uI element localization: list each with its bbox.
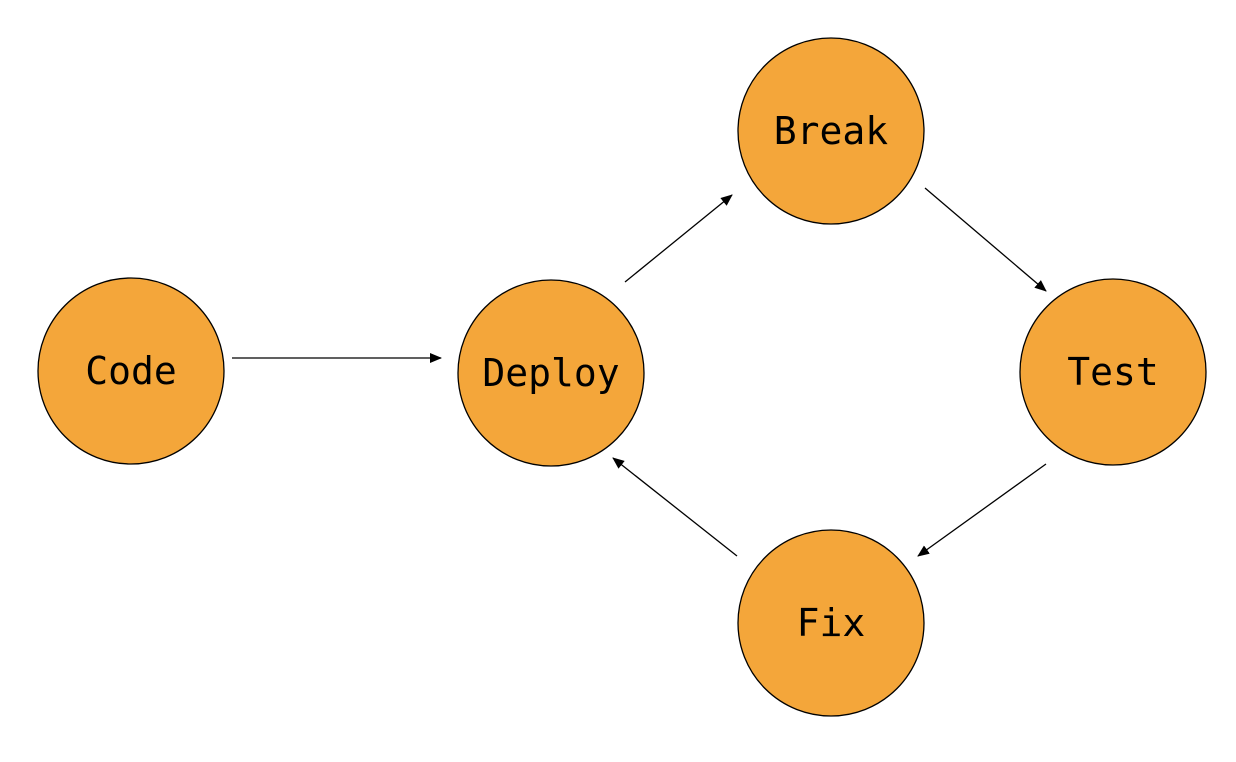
node-code: Code bbox=[37, 277, 225, 465]
node-code-label: Code bbox=[85, 349, 177, 393]
edges-group bbox=[232, 187, 1047, 557]
nodes-group: Code Deploy Break Test Fix bbox=[37, 37, 1207, 717]
node-break-label: Break bbox=[774, 109, 889, 153]
node-code-circle bbox=[37, 277, 225, 465]
edge-deploy-to-break bbox=[624, 194, 733, 283]
node-test-label: Test bbox=[1067, 350, 1159, 394]
node-deploy-circle bbox=[457, 279, 645, 467]
node-fix-circle bbox=[737, 529, 925, 717]
node-fix-label: Fix bbox=[797, 601, 866, 645]
node-deploy: Deploy bbox=[457, 279, 645, 467]
node-break: Break bbox=[737, 37, 925, 225]
node-break-circle bbox=[737, 37, 925, 225]
edge-test-to-fix bbox=[917, 463, 1047, 557]
edge-fix-to-deploy bbox=[612, 457, 738, 557]
node-test-circle bbox=[1019, 278, 1207, 466]
node-test: Test bbox=[1019, 278, 1207, 466]
edge-break-to-test bbox=[924, 187, 1047, 292]
node-fix: Fix bbox=[737, 529, 925, 717]
node-deploy-label: Deploy bbox=[482, 351, 619, 395]
